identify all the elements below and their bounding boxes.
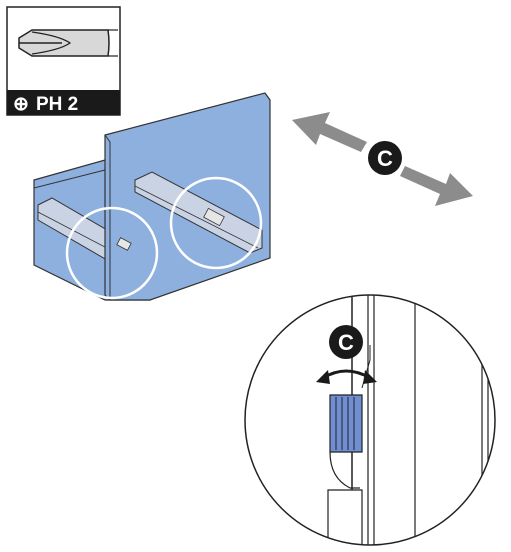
magnified-detail-view: C [244, 294, 496, 546]
drawer-rail-front [134, 171, 263, 254]
adjust-direction-arrow [292, 112, 473, 206]
tool-badge: ⊕ PH 2 [6, 6, 121, 116]
tool-label-bar [7, 90, 120, 115]
detail-circle-left [65, 206, 159, 300]
step-marker-c-detail: C [329, 325, 363, 359]
rotate-arrow-icon [316, 369, 377, 384]
adjustment-wheel [329, 394, 363, 453]
svg-text:C: C [338, 330, 354, 355]
svg-text:C: C [377, 146, 393, 171]
step-marker-c-top: C [368, 141, 402, 175]
phillips-screwdriver-icon [18, 29, 118, 57]
phillips-symbol-icon: ⊕ [13, 94, 29, 115]
tool-size-label: PH 2 [36, 94, 78, 115]
detail-circle-right [169, 176, 263, 270]
drawer-assembly [33, 92, 271, 301]
